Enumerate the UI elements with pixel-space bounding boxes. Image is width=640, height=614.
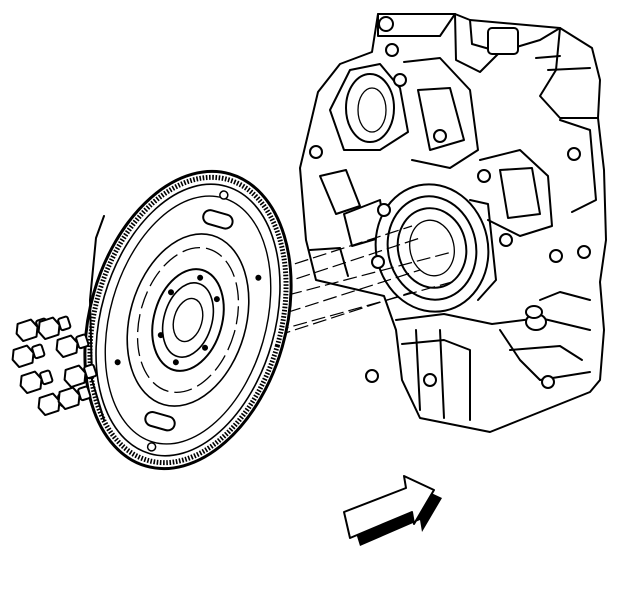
flexplate-bolts	[11, 315, 98, 417]
bolt	[37, 315, 72, 341]
bolt	[57, 385, 92, 411]
bolt	[63, 363, 98, 389]
engine-block	[299, 13, 607, 433]
direction-arrow	[343, 475, 442, 546]
bolt	[55, 333, 90, 359]
bolt	[19, 369, 54, 395]
flexplate	[83, 169, 293, 471]
bolt	[11, 343, 46, 369]
